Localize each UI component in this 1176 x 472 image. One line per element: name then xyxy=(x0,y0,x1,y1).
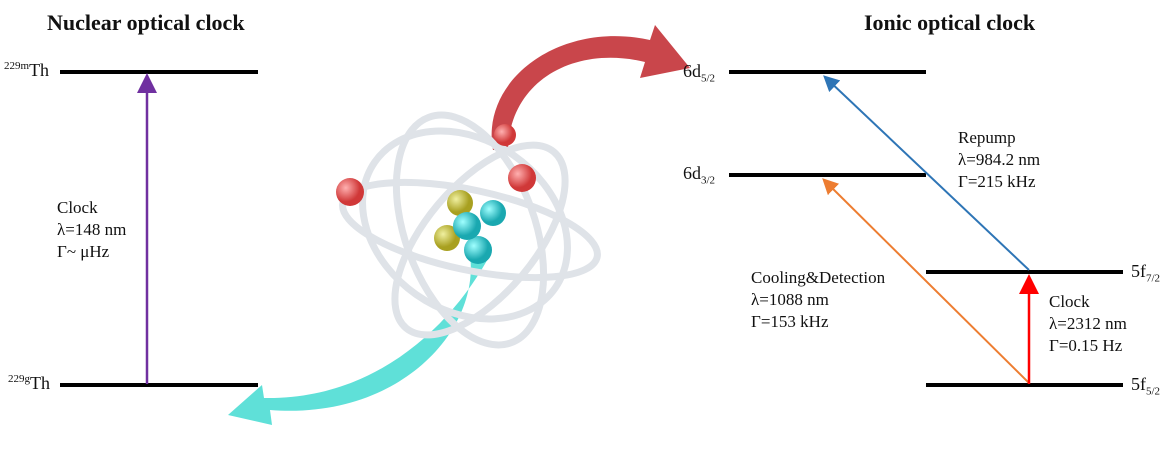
repump-arrow xyxy=(823,75,1030,271)
label-229m-th: 229mTh xyxy=(4,60,50,80)
label-229g-th: 229gTh xyxy=(8,373,50,393)
label-6d52: 6d5/2 xyxy=(683,61,716,85)
ionic-clock-text: Clock λ=2312 nm Γ=0.15 Hz xyxy=(1049,292,1127,355)
cooling-arrow xyxy=(822,178,1030,384)
label-6d32: 6d3/2 xyxy=(683,163,716,187)
label-5f52: 5f5/2 xyxy=(1131,374,1161,398)
teal-curved-arrow xyxy=(228,255,490,425)
nuclear-title: Nuclear optical clock xyxy=(47,10,245,35)
repump-text: Repump λ=984.2 nm Γ=215 kHz xyxy=(958,128,1041,191)
atom-particles xyxy=(336,124,536,264)
cooling-text: Cooling&Detection λ=1088 nm Γ=153 kHz xyxy=(751,268,886,331)
red-curved-arrow xyxy=(491,25,690,150)
nuclear-clock-text: Clock λ=148 nm Γ~ μHz xyxy=(57,198,127,261)
label-5f72: 5f7/2 xyxy=(1131,261,1161,285)
ionic-title: Ionic optical clock xyxy=(864,10,1036,35)
